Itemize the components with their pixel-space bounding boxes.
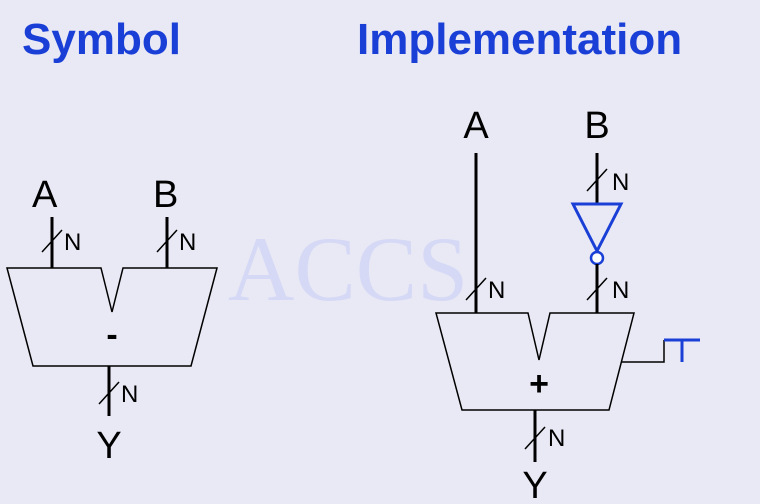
inverter-gate (570, 202, 624, 255)
impl-bus-slash-b-in (586, 168, 608, 192)
impl-bus-width-a: N (488, 277, 505, 304)
impl-input-b-label: B (584, 105, 609, 147)
symbol-heading: Symbol (22, 15, 181, 64)
symbol-input-b-label: B (153, 174, 178, 216)
impl-adder-block (435, 312, 635, 411)
implementation-adder: A B N N N + N Y (435, 105, 700, 504)
symbol-bus-width-a: N (64, 229, 81, 256)
symbol-alu-block (6, 267, 218, 367)
implementation-heading: Implementation (357, 15, 683, 64)
symbol-bus-width-b: N (179, 229, 196, 256)
symbol-output-y-label: Y (96, 425, 121, 467)
impl-bus-slash-a (465, 277, 487, 301)
impl-output-y-label: Y (522, 465, 547, 504)
impl-operator: + (529, 365, 549, 403)
symbol-operator: - (106, 316, 117, 354)
impl-bus-slash-y (524, 426, 546, 450)
symbol-bus-slash-b (156, 229, 178, 253)
symbol-bus-width-y: N (121, 381, 138, 408)
inverter-bubble (589, 250, 605, 266)
watermark: ACCS (228, 218, 468, 320)
impl-bus-width-b-out: N (612, 277, 629, 304)
impl-bus-slash-b-out (586, 277, 608, 301)
symbol-subtractor: A B N N - N Y (6, 174, 218, 467)
carry-in-wire (622, 340, 665, 363)
symbol-input-a-label: A (32, 174, 58, 216)
symbol-bus-slash-y (98, 381, 120, 405)
impl-input-a-label: A (463, 105, 489, 147)
symbol-bus-slash-a (41, 229, 63, 253)
impl-bus-width-y: N (548, 425, 565, 452)
impl-bus-width-b-in: N (612, 169, 629, 196)
